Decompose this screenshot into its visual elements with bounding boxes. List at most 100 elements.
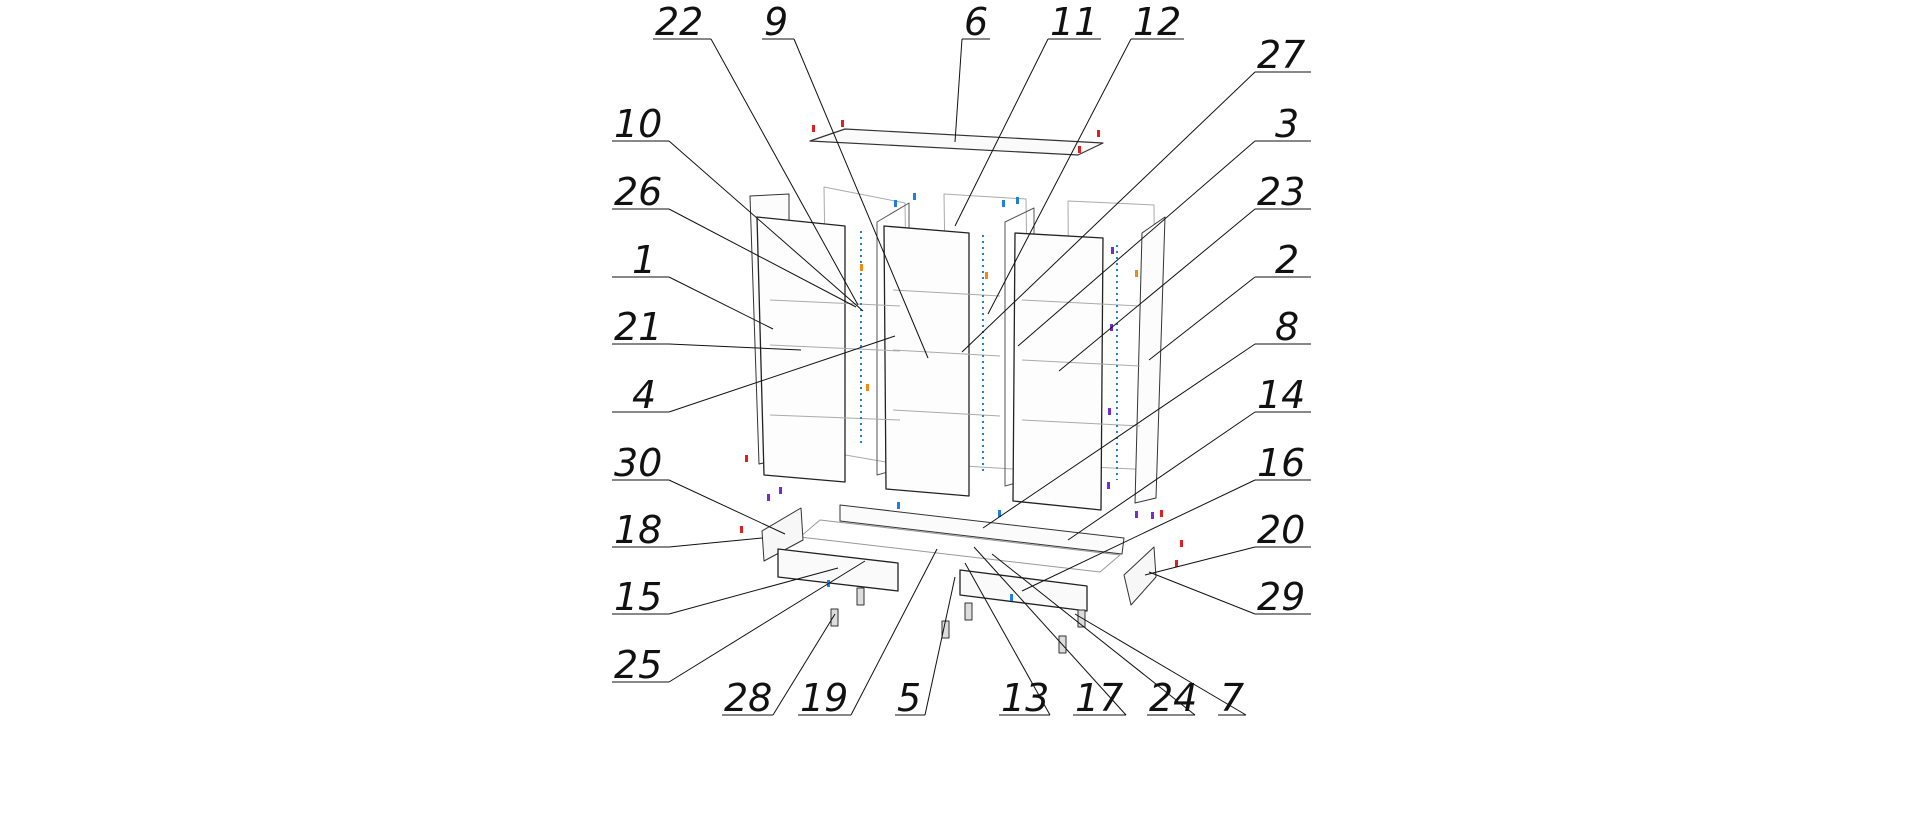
fastener (1078, 146, 1081, 153)
fastener (1097, 130, 1100, 137)
fastener (812, 125, 815, 132)
part-label-25: 25 (614, 643, 662, 687)
fastener (1135, 270, 1138, 277)
fastener (740, 526, 743, 533)
base-frame (799, 519, 1121, 573)
fastener (779, 487, 782, 494)
part-label-11: 11 (1050, 0, 1098, 44)
shelf (769, 299, 901, 307)
leader-line (668, 276, 774, 330)
shelf (1021, 359, 1141, 367)
fastener (998, 510, 1001, 517)
leader-line (668, 479, 786, 535)
part-label-1: 1 (632, 238, 656, 282)
leg (856, 587, 865, 606)
leader-line (954, 38, 963, 143)
leader-line (793, 38, 929, 359)
base-back-rail (839, 504, 1125, 555)
leader-line (668, 343, 802, 351)
top-panel (809, 128, 1104, 156)
leader-line (961, 71, 1256, 353)
part-label-27: 27 (1257, 33, 1305, 77)
leader-line (1148, 571, 1256, 615)
fastener (1108, 408, 1111, 415)
leg (1077, 609, 1086, 628)
leader-line (1074, 613, 1247, 716)
leader-line (710, 38, 859, 306)
leader-line (1144, 546, 1256, 576)
part-label-16: 16 (1257, 441, 1305, 485)
part-label-17: 17 (1075, 676, 1123, 720)
shelf (1021, 419, 1141, 427)
part-label-12: 12 (1133, 0, 1181, 44)
fastener (745, 455, 748, 462)
part-label-7: 7 (1220, 676, 1244, 720)
leader-line (1148, 276, 1256, 361)
part-label-28: 28 (724, 676, 772, 720)
fastener (1160, 510, 1163, 517)
part-label-19: 19 (800, 676, 848, 720)
part-label-22: 22 (655, 0, 703, 44)
leader-line (982, 343, 1256, 529)
fastener (913, 193, 916, 200)
fastener (841, 120, 844, 127)
part-label-21: 21 (614, 305, 662, 349)
middle-cabinet-front (883, 225, 970, 497)
leader-line (668, 140, 864, 312)
shelves (769, 289, 1141, 427)
part-label-26: 26 (614, 170, 662, 214)
base-end-panel-left (761, 507, 804, 562)
shelf (769, 414, 901, 421)
leader-line (1017, 140, 1256, 347)
fastener (1111, 247, 1114, 254)
fastener (1010, 594, 1013, 601)
leg (941, 620, 950, 639)
part-label-3: 3 (1275, 102, 1299, 146)
leader-line (668, 335, 896, 413)
part-label-6: 6 (964, 0, 988, 44)
part-label-18: 18 (614, 508, 662, 552)
leg (964, 602, 973, 621)
part-label-10: 10 (614, 102, 662, 146)
shelf (1021, 299, 1141, 307)
leg (830, 608, 839, 627)
leader-line (1021, 479, 1256, 592)
leader-line (1067, 411, 1256, 541)
part-label-13: 13 (1001, 676, 1049, 720)
fasteners (740, 120, 1183, 601)
part-label-2: 2 (1275, 238, 1299, 282)
fastener (1002, 200, 1005, 207)
fastener (1180, 540, 1183, 547)
leader-line (973, 546, 1127, 716)
leader-line (964, 562, 1051, 716)
leader-line (1058, 208, 1256, 372)
fastener (767, 494, 770, 501)
leader-line (850, 548, 938, 716)
leader-lines (612, 38, 1311, 716)
drawer-front-left (777, 548, 899, 592)
leader-line (987, 38, 1132, 315)
fastener (860, 264, 863, 271)
leader-line (924, 576, 956, 716)
fastener (1016, 197, 1019, 204)
leader-line (668, 560, 866, 683)
right-side-panel (1134, 216, 1166, 504)
part-label-4: 4 (632, 373, 656, 417)
fastener (866, 384, 869, 391)
right-cabinet-front (1012, 232, 1104, 511)
part-label-5: 5 (897, 676, 921, 720)
fastener (985, 272, 988, 279)
leader-line (668, 208, 857, 308)
fastener (894, 200, 897, 207)
leader-line (668, 537, 763, 548)
fastener (897, 502, 900, 509)
fastener (1175, 560, 1178, 567)
furniture-drawing (740, 120, 1183, 654)
leader-line (772, 613, 836, 716)
part-label-15: 15 (614, 575, 662, 619)
leader-line (991, 553, 1196, 716)
part-label-24: 24 (1149, 676, 1197, 720)
fastener (1135, 511, 1138, 518)
